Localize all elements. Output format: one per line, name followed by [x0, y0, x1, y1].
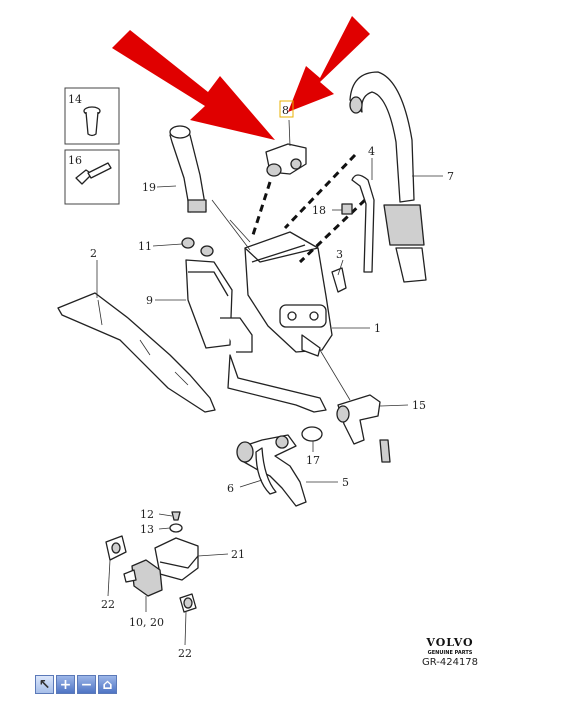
heat-shield-2 [57, 292, 216, 413]
callout-22-left: 22 [101, 598, 115, 611]
home-icon[interactable]: ⌂ [98, 675, 117, 694]
highlight-box-8 [279, 100, 294, 118]
evap-canister-1 [244, 231, 333, 357]
callout-12: 12 [140, 508, 154, 521]
clip-3 [331, 267, 347, 293]
callout-18: 18 [312, 204, 326, 217]
brand-logo: VOLVO [426, 636, 474, 649]
callout-19: 19 [142, 181, 156, 194]
callout-14: 14 [68, 93, 82, 106]
vent-pipe-7 [349, 71, 427, 283]
highlight-arrow-right [288, 16, 370, 112]
callout-4: 4 [368, 145, 375, 158]
callout-16: 16 [68, 154, 82, 167]
callout-10-20: 10, 20 [129, 616, 164, 629]
callout-2: 2 [90, 247, 97, 260]
callout-22-right: 22 [178, 647, 192, 660]
bolt-12 [171, 511, 181, 521]
callout-11: 11 [138, 240, 152, 253]
leader-lines [96, 119, 443, 646]
zoom-in-icon[interactable]: + [56, 675, 75, 694]
cursor-icon[interactable]: ↖ [35, 675, 54, 694]
pipe-19 [169, 125, 207, 213]
bracket-21 [154, 537, 199, 581]
callout-7: 7 [447, 170, 454, 183]
callout-17: 17 [306, 454, 320, 467]
hose-4 [351, 174, 375, 273]
bolt-icon [75, 162, 112, 185]
diagram-code: GR-424178 [421, 657, 479, 668]
clamp-17 [301, 426, 323, 442]
rivet-nut-icon [83, 106, 101, 137]
part-11-grommet [181, 237, 214, 257]
zoom-out-icon[interactable]: − [77, 675, 96, 694]
connector-15 [336, 394, 391, 463]
callout-13: 13 [140, 523, 154, 536]
grommet-22-left [105, 535, 127, 561]
callout-6: 6 [227, 482, 234, 495]
pump-10-20 [123, 559, 163, 597]
highlight-arrow-left [112, 30, 275, 140]
valve-connector-8 [265, 143, 307, 177]
brand-tagline: GENUINE PARTS [427, 650, 473, 656]
washer-13 [169, 523, 183, 533]
callout-9: 9 [146, 294, 153, 307]
dashed-guide-3 [298, 198, 367, 264]
dashed-guide-1 [250, 181, 272, 239]
viewer-toolbar: ↖ + − ⌂ [35, 675, 117, 694]
canister-bracket-9 [185, 259, 327, 413]
clip-18 [341, 203, 353, 215]
grommet-22-right [179, 593, 197, 613]
dashed-guide-2 [283, 153, 357, 230]
callout-3: 3 [336, 248, 343, 261]
callout-15: 15 [412, 399, 426, 412]
callout-8: 8 [282, 104, 289, 117]
callout-5: 5 [342, 476, 349, 489]
callout-1: 1 [374, 322, 381, 335]
callout-21: 21 [231, 548, 245, 561]
hose-6-5 [236, 434, 307, 507]
